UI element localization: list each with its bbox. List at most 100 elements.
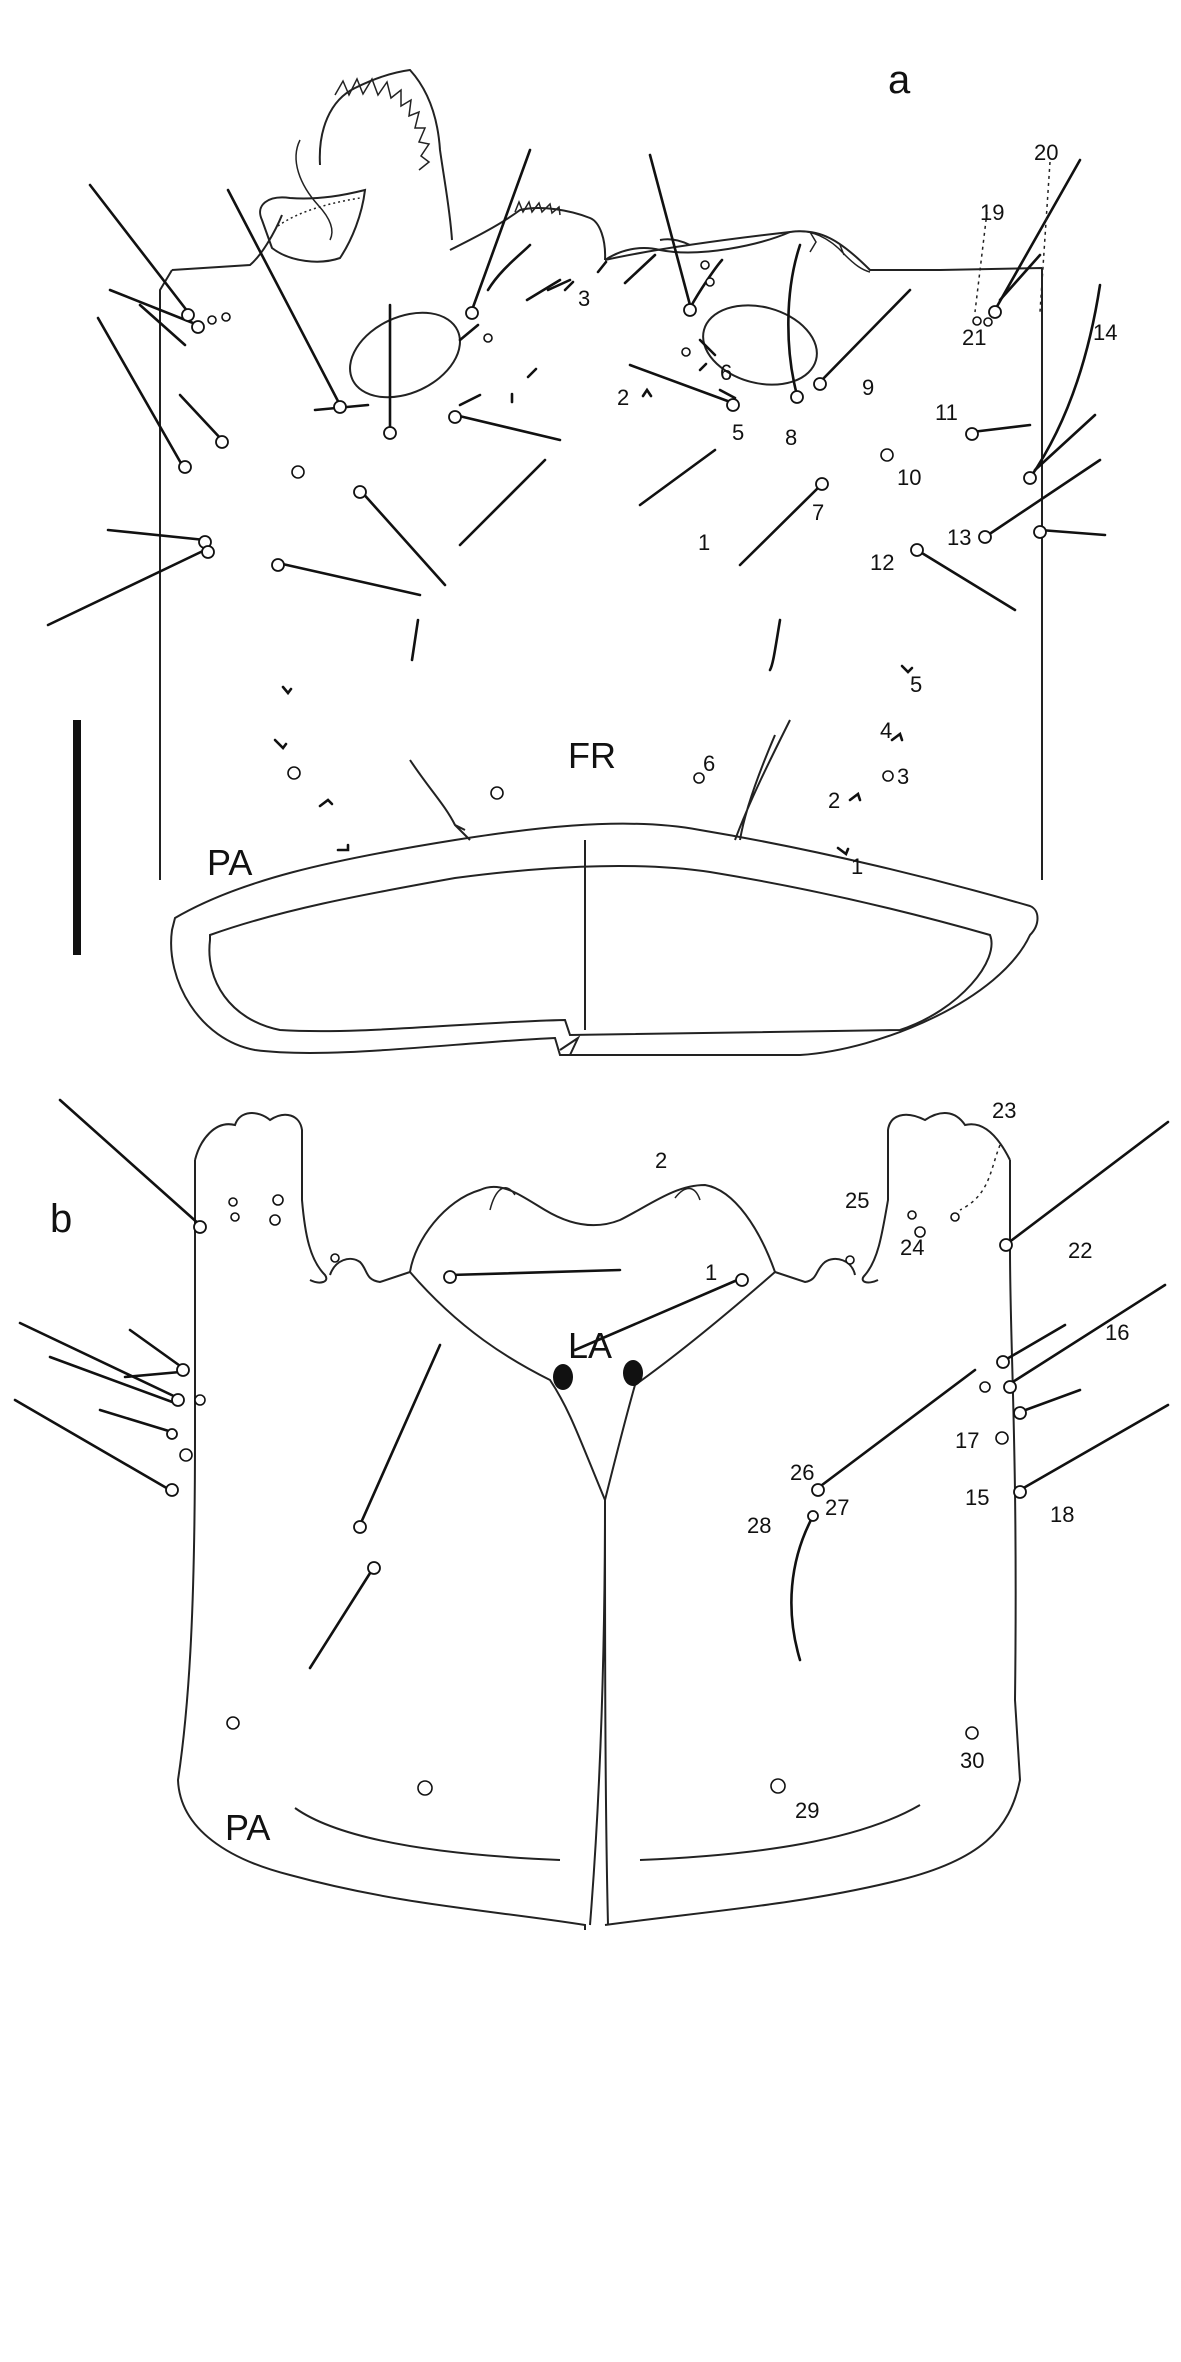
seta (993, 158, 1082, 312)
socket (999, 1238, 1013, 1252)
seta (1033, 413, 1097, 472)
short-seta (848, 791, 862, 802)
panel-a-label: a (888, 58, 911, 102)
pore (272, 1194, 284, 1206)
label-14: 14 (1093, 320, 1117, 345)
seta (623, 253, 657, 285)
label-11: 11 (935, 400, 958, 425)
setal-sockets-a (178, 303, 1047, 572)
panel-b-label: b (50, 1197, 72, 1241)
socket (965, 427, 979, 441)
left-cardo (194, 1112, 328, 1284)
socket (1023, 471, 1037, 485)
socket (333, 400, 347, 414)
socket (978, 530, 992, 544)
labrum (449, 207, 607, 261)
left-mandible-teeth (334, 77, 431, 171)
pore (965, 1726, 979, 1740)
seta (1006, 1120, 1170, 1245)
seta (88, 183, 190, 314)
labial-dot-right (623, 1360, 643, 1386)
label-21: 21 (962, 325, 986, 350)
label-pf2: 2 (828, 788, 840, 813)
label-13: 13 (947, 525, 971, 550)
socket (996, 1355, 1010, 1369)
setae-panel-a (46, 148, 1107, 672)
socket (166, 1428, 178, 1440)
seta (106, 528, 207, 542)
region-frons-label: FR (568, 735, 616, 776)
label-29: 29 (795, 1798, 819, 1823)
socket (811, 1483, 825, 1497)
socket (191, 320, 205, 334)
socket (178, 460, 192, 474)
label-30: 30 (960, 1748, 984, 1773)
seta (98, 1408, 174, 1434)
seta (1038, 528, 1107, 537)
ecdysial-line-a (559, 840, 586, 1056)
socket (181, 308, 195, 322)
seta (596, 260, 608, 274)
pore (226, 1716, 240, 1730)
pore (179, 1448, 193, 1462)
right-cardo (861, 1112, 1011, 1284)
seta (128, 1328, 185, 1370)
socket (790, 390, 804, 404)
short-setae-a (273, 280, 914, 857)
socket (383, 426, 397, 440)
labial-dot-left (553, 1364, 573, 1390)
panel-a: a (46, 58, 1117, 1056)
socket (683, 303, 697, 317)
seta (458, 323, 480, 342)
region-parietal-label-a: PA (207, 842, 252, 883)
label-6: 6 (720, 360, 732, 385)
seta (486, 243, 532, 292)
pore (207, 315, 217, 325)
seta (718, 388, 737, 400)
pore (845, 1255, 855, 1265)
label-pf1: 1 (851, 854, 863, 879)
pore (914, 1226, 926, 1238)
label-15: 15 (965, 1485, 989, 1510)
seta (13, 1398, 172, 1492)
label-fr6: 6 (703, 751, 715, 776)
socket (1033, 525, 1047, 539)
socket (726, 398, 740, 412)
seta (816, 1368, 977, 1490)
seta (410, 618, 420, 662)
pore (230, 1212, 240, 1222)
label-2: 2 (617, 385, 629, 410)
frontal-suture-left (409, 759, 471, 841)
pore (882, 770, 894, 782)
socket (1013, 1406, 1027, 1420)
pore (269, 1214, 281, 1226)
label-20: 20 (1034, 140, 1058, 165)
seta (358, 1343, 442, 1527)
pore (693, 772, 705, 784)
seta (178, 393, 224, 442)
socket (201, 545, 215, 559)
socket (353, 485, 367, 499)
seta (1018, 1403, 1170, 1492)
short-seta (900, 664, 914, 674)
socket (353, 1520, 367, 1534)
seta (308, 1568, 374, 1670)
label-19: 19 (980, 200, 1004, 225)
left-mandible (259, 188, 367, 263)
ecdysial-line-b (589, 1499, 609, 1926)
label-2b: 2 (655, 1148, 667, 1173)
label-7: 7 (812, 500, 824, 525)
right-palp-joint (774, 1257, 856, 1284)
label-1b: 1 (705, 1260, 717, 1285)
seta (46, 548, 207, 627)
labium-inner (489, 1187, 701, 1211)
left-maxilla (295, 139, 333, 241)
short-seta (890, 731, 904, 742)
label-22: 22 (1068, 1238, 1092, 1263)
short-seta (336, 843, 350, 852)
frontal-suture-right (734, 719, 791, 841)
seta (226, 188, 342, 407)
socket (1003, 1380, 1017, 1394)
label-5: 5 (732, 420, 744, 445)
